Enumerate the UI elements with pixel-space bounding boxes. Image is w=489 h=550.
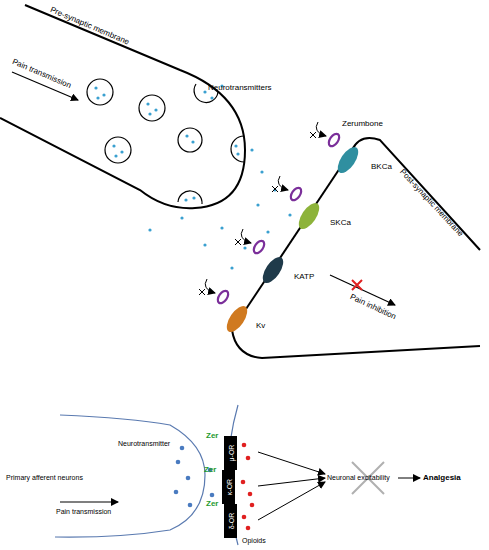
channel-shape <box>258 263 288 277</box>
block-cross <box>352 280 362 290</box>
kv-channel: Kv <box>222 312 252 326</box>
zerumbone-molecules <box>216 132 342 305</box>
bkca-channel: BKCa <box>333 153 363 167</box>
zerumbone-arrows <box>199 122 326 295</box>
molecule-label: Opioids <box>242 537 266 544</box>
compound-label: Zer <box>206 432 218 440</box>
receptor-label: κ-OR <box>225 479 232 495</box>
membrane-label: Post-synaptic membrane <box>398 168 464 238</box>
converging-arrows <box>258 452 420 520</box>
channel-label: Kv <box>256 322 265 330</box>
receptor-label: δ-OR <box>227 513 234 530</box>
receptor-label: μ-OR <box>227 445 234 462</box>
channel-shape <box>333 153 363 167</box>
pain-arrow <box>60 501 118 502</box>
presynaptic-terminal <box>0 5 245 208</box>
molecule-label: Neurotransmitter <box>118 440 170 447</box>
molecule-label: Neurotransmitters <box>208 84 272 92</box>
membrane-label: Pre-synaptic membrane <box>49 6 130 47</box>
channel-shape <box>222 312 252 326</box>
compound-label: Zer <box>204 466 216 474</box>
neuron-label: Primary afferent neurons <box>6 474 83 481</box>
katp-channel: KATP <box>258 263 288 277</box>
channel-shape <box>294 209 324 223</box>
channel-label: BKCa <box>371 163 392 171</box>
opioid-dots <box>241 443 255 531</box>
compound-label: Zerumbone <box>342 120 383 128</box>
channel-label: KATP <box>294 273 314 281</box>
channel-label: SKCa <box>330 219 351 227</box>
neurotransmitter-dots <box>174 446 215 508</box>
effect-label: Neuronal excitability <box>327 474 390 481</box>
mu-receptor: μ-OR <box>224 436 237 470</box>
process-label: Pain inhibition <box>349 293 398 321</box>
postsynaptic-membrane <box>352 138 480 250</box>
neurotransmitter-dots <box>94 84 291 291</box>
delta-receptor: δ-OR <box>224 504 237 538</box>
skca-channel: SKCa <box>294 209 324 223</box>
compound-label: Zer <box>206 500 218 508</box>
vesicles <box>87 79 244 204</box>
channel-membrane <box>232 150 352 330</box>
postsynaptic-membrane <box>232 330 480 358</box>
kappa-receptor: κ-OR <box>222 470 235 504</box>
process-label: Pain transmission <box>11 58 72 90</box>
process-label: Pain transmission <box>56 508 111 515</box>
outcome-label: Analgesia <box>423 474 461 482</box>
